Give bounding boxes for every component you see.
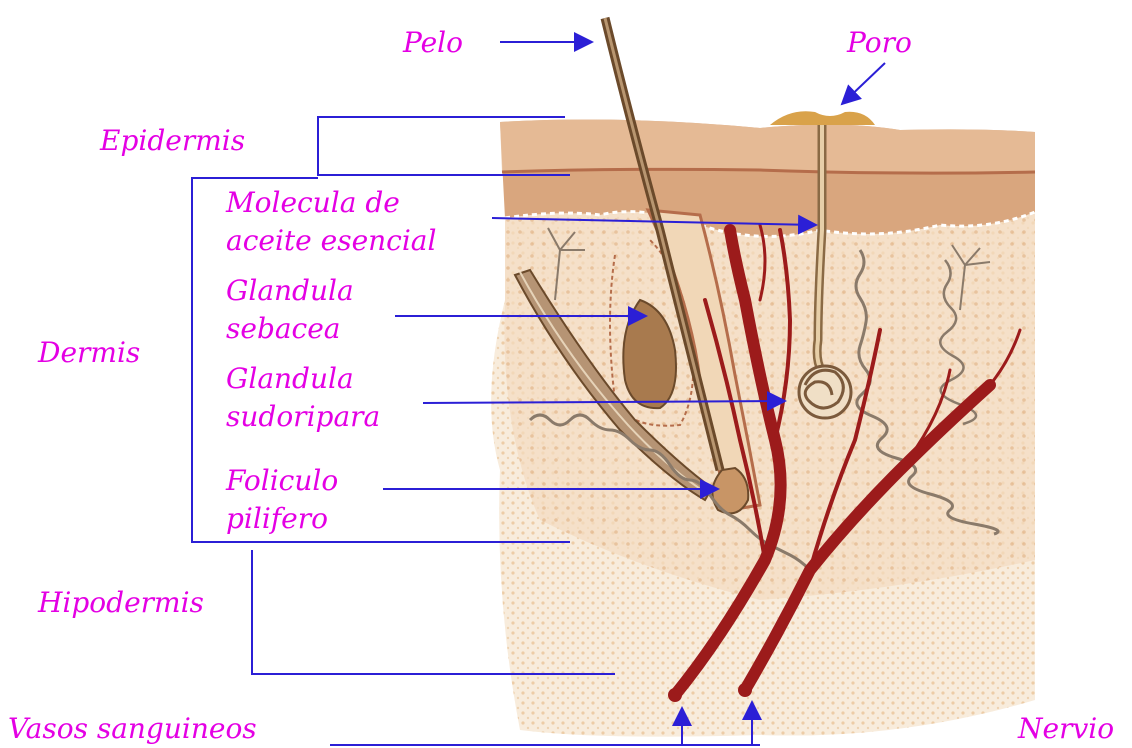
label-nervio: Nervio	[1017, 712, 1114, 745]
epidermis-upper-band	[500, 120, 1035, 174]
label-dermis: Dermis	[37, 336, 140, 369]
poro-arrow	[842, 63, 885, 104]
vessel-end-left	[668, 688, 682, 702]
label-sebacea-1: Glandula	[226, 274, 354, 307]
sweat-gland	[799, 366, 851, 418]
label-foliculo-2: pilifero	[226, 502, 328, 535]
label-sudoripara-2: sudoripara	[226, 400, 380, 433]
label-foliculo-1: Foliculo	[225, 464, 338, 497]
label-molecula-2: aceite esencial	[226, 224, 436, 257]
label-molecula-1: Molecula de	[225, 186, 400, 219]
label-sudoripara-1: Glandula	[226, 362, 354, 395]
label-hipodermis: Hipodermis	[37, 586, 204, 619]
label-sebacea-2: sebacea	[226, 312, 341, 345]
pore	[770, 111, 875, 125]
label-poro: Poro	[846, 26, 912, 59]
label-pelo: Pelo	[402, 26, 463, 59]
label-vasos: Vasos sanguineos	[8, 712, 257, 745]
vessel-end-right	[738, 683, 752, 697]
label-epidermis: Epidermis	[99, 124, 245, 157]
